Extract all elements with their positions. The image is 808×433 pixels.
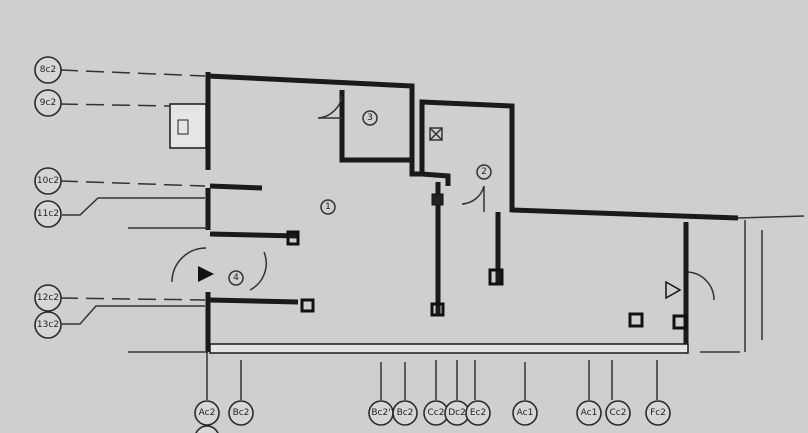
label-text: 12c2 — [37, 293, 59, 303]
plan-line — [317, 95, 343, 119]
plan-line — [286, 230, 300, 246]
plan-line — [195, 425, 219, 433]
label-text: 11c2 — [37, 209, 59, 219]
plan-line — [476, 164, 492, 180]
label-text: 10c2 — [37, 176, 59, 186]
plan-line — [429, 127, 443, 141]
label-text: Bc2 — [233, 408, 250, 418]
bottom-axis-markers: Ac2 Bc2 Bc2' Bc2 Cc2 Dc2 Ec2 Ac1 Ac1 Cc2… — [194, 352, 671, 433]
plan-line — [672, 314, 688, 330]
plan-line — [628, 312, 644, 328]
south-wall — [209, 343, 689, 354]
plan-line — [34, 311, 62, 339]
plan-line: Dc2 — [444, 400, 470, 426]
axis-bubble-10c2: 10c2 — [34, 167, 62, 195]
plan-line — [645, 400, 671, 426]
label-text: Bc2' — [371, 408, 390, 418]
plan-line — [206, 352, 658, 400]
plan-line — [576, 400, 602, 426]
plan-line — [249, 251, 267, 291]
plan-line — [59, 69, 206, 77]
axis-bubble-8c2: 8c2 — [34, 56, 62, 84]
plan-line: Ac1 — [576, 400, 602, 426]
label-text: 8c2 — [40, 65, 56, 75]
label-text: 2 — [481, 167, 487, 177]
label-text: Ac1 — [581, 408, 598, 418]
room-labels: 1 2 3 4 — [228, 110, 492, 286]
plan-line — [62, 305, 205, 325]
axis-bubble-9c2: 9c2 — [34, 89, 62, 117]
plan-line: Bc2 — [228, 400, 254, 426]
plan-line — [207, 73, 739, 221]
plan-line — [194, 400, 220, 426]
plan-line — [59, 297, 206, 301]
label-text: 9c2 — [40, 98, 56, 108]
fixture — [177, 119, 189, 135]
plan-line — [59, 103, 171, 107]
axis-bubble-12c2: 12c2 — [34, 284, 62, 312]
room-3-label: 3 — [362, 110, 378, 126]
entry-arrow-icon — [665, 280, 682, 300]
plan-line — [59, 180, 206, 187]
plan-line — [34, 200, 62, 228]
plan-line — [209, 297, 299, 305]
label-text: Cc2 — [610, 408, 627, 418]
plan-line: Ac1 — [512, 400, 538, 426]
plan-line — [430, 302, 445, 317]
plan-line: Cc2 — [605, 400, 631, 426]
plan-line — [34, 167, 62, 195]
room-1-label: 1 — [320, 199, 336, 215]
plan-line — [605, 400, 631, 426]
plan-line — [34, 284, 62, 312]
label-text: 13c2 — [37, 320, 59, 330]
plan-line — [228, 270, 244, 286]
label-text: Ec2 — [470, 408, 486, 418]
plan-line — [488, 268, 504, 286]
plan-line — [300, 298, 315, 313]
plan-line: Bc2 — [392, 400, 418, 426]
label-text: Ac2 — [199, 408, 216, 418]
plan-line: Ec2 — [465, 400, 491, 426]
walls — [169, 72, 739, 354]
plan-line — [362, 110, 378, 126]
plan-line — [687, 271, 715, 301]
plan-line — [431, 193, 444, 206]
plan-line — [34, 56, 62, 84]
label-text: Cc2 — [428, 408, 445, 418]
plan-line — [421, 171, 451, 186]
plan-line — [228, 400, 254, 426]
axis-bubble-13c2: 13c2 — [34, 311, 62, 339]
left-axis-markers: 8c2 9c2 10c2 11c2 12c2 13c2 — [34, 56, 206, 339]
plan-line — [128, 215, 805, 353]
room-2-label: 2 — [476, 164, 492, 180]
label-text: Fc2 — [650, 408, 666, 418]
entry-arrow-icon — [198, 266, 214, 282]
plan-line — [392, 400, 418, 426]
plan-line — [461, 185, 485, 212]
plan-line — [62, 197, 205, 216]
doors — [171, 95, 715, 301]
axis-bubble-11c2: 11c2 — [34, 200, 62, 228]
plan-line — [34, 89, 62, 117]
label-text: 4 — [233, 273, 239, 283]
plan-line — [171, 247, 207, 283]
columns — [286, 193, 688, 330]
plan-line — [209, 183, 263, 191]
plan-line — [209, 231, 299, 239]
label-text: Ac1 — [517, 408, 534, 418]
label-text: 1 — [325, 202, 331, 212]
plan-line: Ac2 — [194, 400, 220, 426]
plan-line: Bc2' — [368, 400, 394, 426]
plan-line — [429, 127, 443, 141]
plan-line: Fc2 — [645, 400, 671, 426]
label-text: 3 — [367, 113, 373, 123]
plan-line — [339, 90, 412, 163]
plan-line — [512, 400, 538, 426]
plan-line — [465, 400, 491, 426]
plan-line — [320, 199, 336, 215]
room-4-label: 4 — [228, 270, 244, 286]
label-text: Bc2 — [397, 408, 414, 418]
label-text: Dc2 — [448, 408, 466, 418]
